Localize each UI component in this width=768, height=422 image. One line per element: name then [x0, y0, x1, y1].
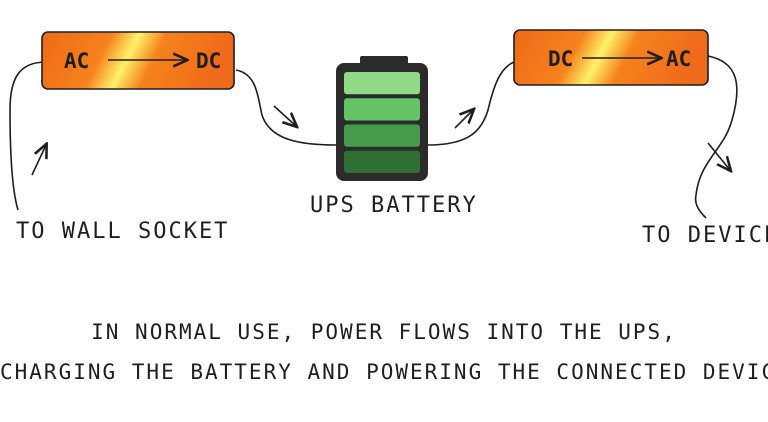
- caption-line-2: CHARGING THE BATTERY AND POWERING THE CO…: [0, 360, 768, 384]
- flow-arrow-icon: [31, 145, 46, 176]
- wire-wall-to-converter: [9, 61, 47, 211]
- battery-cell: [344, 98, 420, 121]
- wire-converter-to-battery: [235, 69, 337, 146]
- battery-icon: [336, 56, 428, 181]
- label-to-device: TO DEVICE: [642, 223, 768, 248]
- converter-left-to: DC: [196, 49, 221, 73]
- label-ups-battery: UPS BATTERY: [310, 193, 478, 218]
- converter-ac-dc: AC DC: [41, 31, 235, 90]
- battery-cell: [344, 150, 420, 173]
- battery-cell: [344, 72, 420, 95]
- wire-converter-to-device: [694, 55, 738, 219]
- diagram-caption: IN NORMAL USE, POWER FLOWS INTO THE UPS,…: [0, 312, 768, 392]
- flow-arrow-icon: [454, 110, 473, 129]
- battery-terminal: [360, 56, 408, 65]
- caption-line-1: IN NORMAL USE, POWER FLOWS INTO THE UPS,: [91, 320, 677, 344]
- flow-arrow-icon: [273, 105, 296, 126]
- converter-dc-ac: DC AC: [513, 29, 709, 86]
- wire-battery-to-converter: [427, 61, 515, 146]
- converter-left-from: AC: [64, 49, 89, 73]
- converter-right-from: DC: [548, 47, 573, 71]
- battery-cells: [344, 72, 420, 173]
- battery-cell: [344, 124, 420, 147]
- flow-arrow-icon: [707, 142, 730, 170]
- converter-right-to: AC: [666, 47, 691, 71]
- label-to-wall-socket: TO WALL SOCKET: [16, 219, 229, 244]
